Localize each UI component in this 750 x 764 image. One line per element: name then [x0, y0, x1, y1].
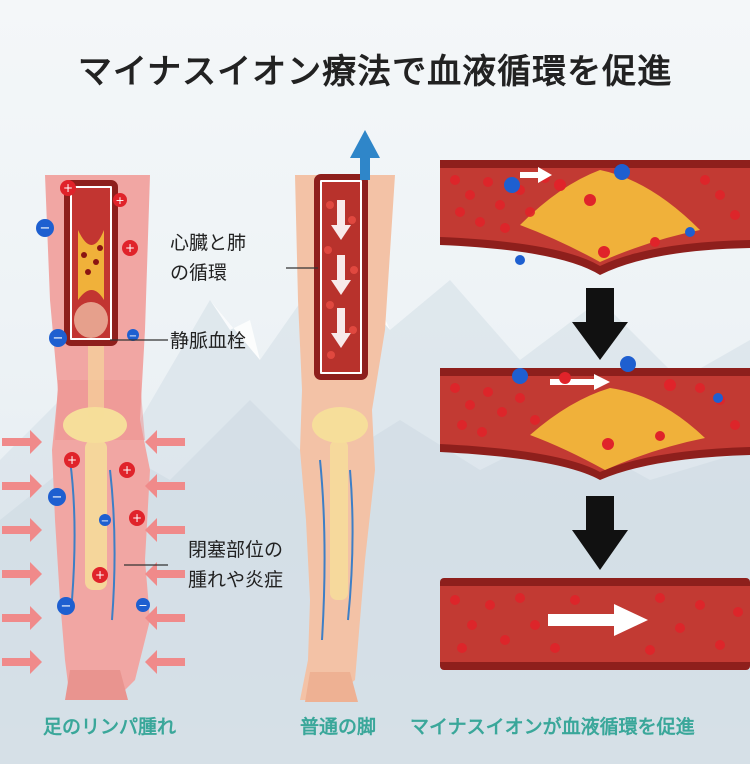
page-title: マイナスイオン療法で血液循環を促進	[77, 52, 673, 92]
minus-ion-icon: − − − − − − −	[36, 219, 150, 615]
svg-text:+: +	[67, 453, 77, 467]
heart-lung-label-line1: 心臓と肺	[170, 232, 247, 254]
svg-text:+: +	[125, 241, 135, 255]
svg-text:−: −	[52, 490, 63, 505]
svg-text:−: −	[61, 599, 72, 614]
vessel-stage-blocked	[440, 160, 750, 275]
svg-text:−: −	[101, 516, 109, 527]
svg-text:+: +	[63, 181, 73, 195]
down-arrow-icon	[572, 496, 628, 570]
svg-text:+: +	[115, 194, 124, 207]
vessel-stage-clear	[440, 578, 750, 670]
caption-middle: 普通の脚	[300, 716, 377, 738]
down-arrow-icon	[572, 288, 628, 360]
swelling-label-line2: 腫れや炎症	[188, 569, 284, 591]
caption-left: 足のリンパ腫れ	[43, 716, 177, 738]
swelling-label: 閉塞部位の 腫れや炎症	[188, 535, 283, 595]
flow-arrow-icon	[548, 604, 648, 636]
svg-text:+: +	[95, 568, 105, 582]
svg-text:+: +	[122, 463, 132, 477]
heart-lung-label: 心臓と肺 の循環	[170, 228, 246, 288]
up-arrow-icon	[350, 130, 380, 180]
svg-text:−: −	[40, 221, 51, 236]
plus-ion-icon: + + + + + + +	[60, 180, 145, 583]
svg-text:+: +	[132, 511, 142, 525]
heart-lung-label-line2: の循環	[170, 262, 228, 284]
svg-text:−: −	[53, 331, 64, 346]
svg-text:−: −	[138, 599, 147, 612]
svg-text:−: −	[129, 331, 137, 342]
vessel-stage-improving	[440, 368, 750, 480]
venous-thrombus-label: 静脈血栓	[170, 330, 247, 352]
swelling-label-line1: 閉塞部位の	[188, 539, 284, 561]
caption-right: マイナスイオンが血液循環を促進	[410, 716, 695, 738]
